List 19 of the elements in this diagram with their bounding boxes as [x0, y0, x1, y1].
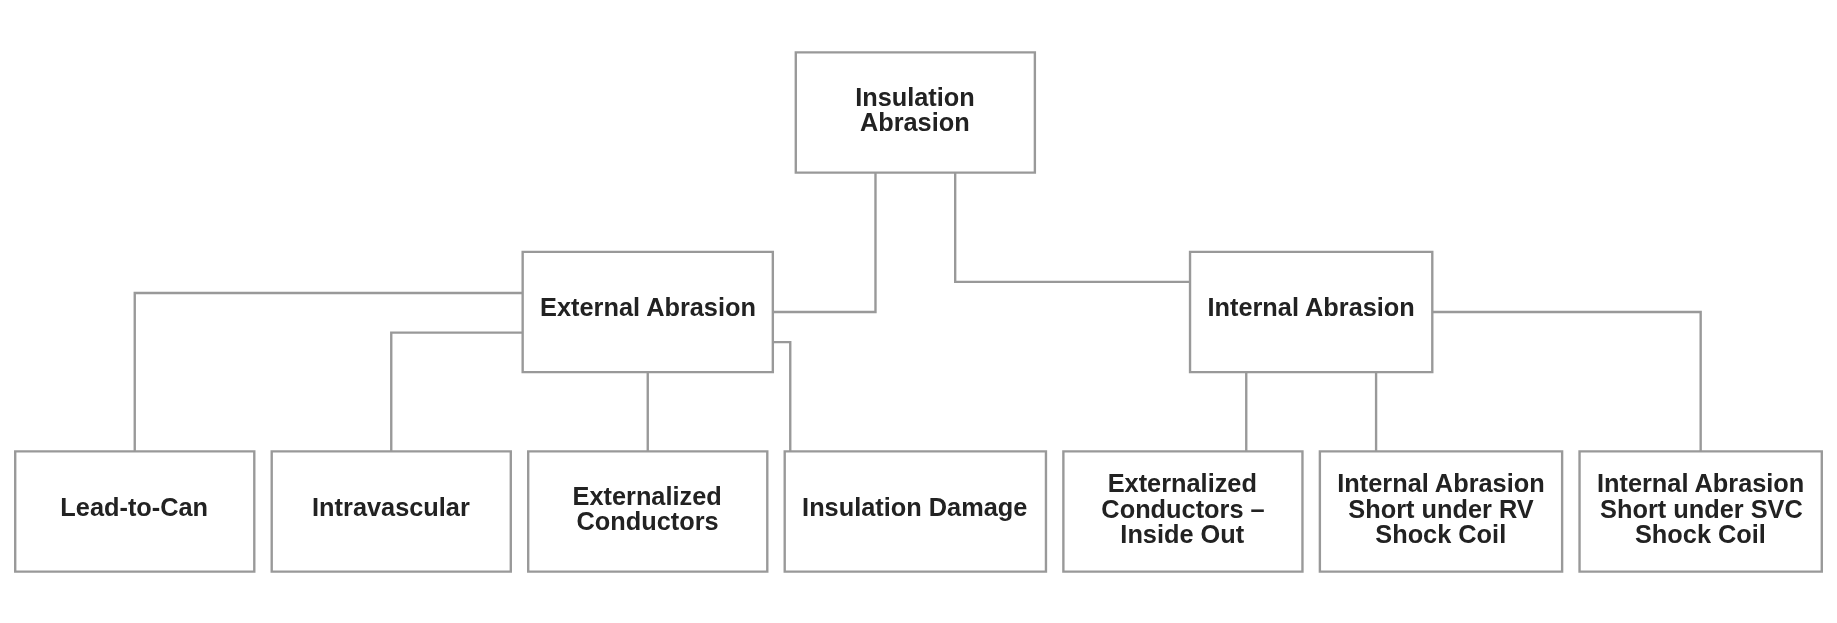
node-box: Internal Abrasion — [1188, 250, 1434, 373]
node-box: External Abrasion — [521, 250, 775, 373]
connector — [646, 371, 649, 451]
node-box: Externalized Conductors — [527, 449, 769, 573]
connector — [390, 330, 523, 451]
connector — [772, 172, 877, 313]
node-box: Lead-to-Can — [14, 449, 256, 573]
connector — [954, 172, 1190, 283]
node-box: Insulation Abrasion — [794, 50, 1037, 174]
connector — [1374, 371, 1378, 451]
node-box: Externalized Conductors – Inside Out — [1062, 449, 1304, 573]
connector — [1245, 371, 1248, 451]
node-box: Insulation Damage — [783, 449, 1048, 573]
node-box: Internal Abrasion Short under SVC Shock Coil — [1578, 449, 1823, 573]
node-box: Internal Abrasion Short under RV Shock Coil — [1318, 449, 1564, 573]
connector — [773, 340, 792, 451]
connector — [1432, 310, 1702, 451]
node-box: Intravascular — [270, 449, 512, 573]
connector — [133, 291, 523, 451]
